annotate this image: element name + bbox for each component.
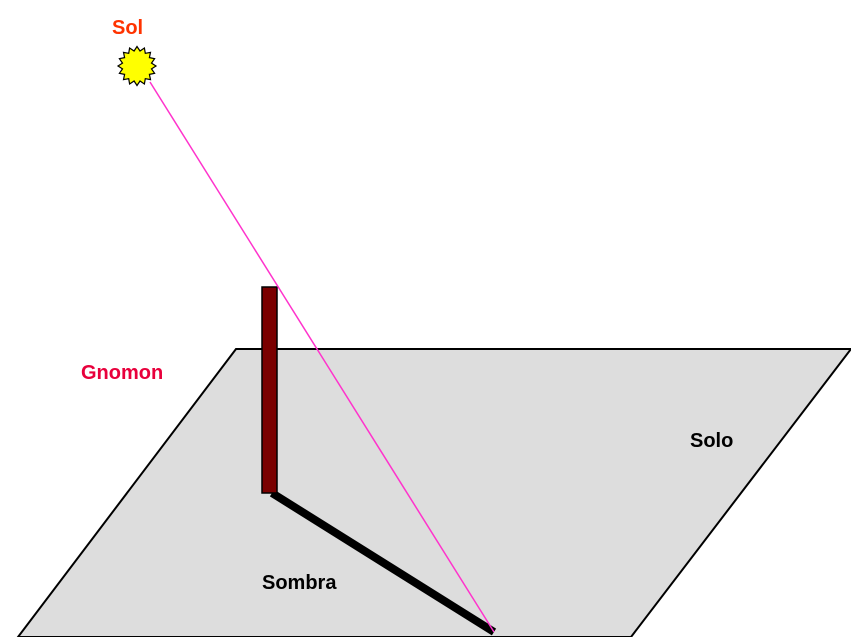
- gnomon-rod: [262, 287, 277, 493]
- sun-icon: [118, 47, 156, 86]
- sun-label: Sol: [112, 17, 143, 39]
- ground-label: Solo: [690, 430, 733, 452]
- shadow-label: Sombra: [262, 572, 337, 594]
- gnomon-label: Gnomon: [81, 362, 163, 384]
